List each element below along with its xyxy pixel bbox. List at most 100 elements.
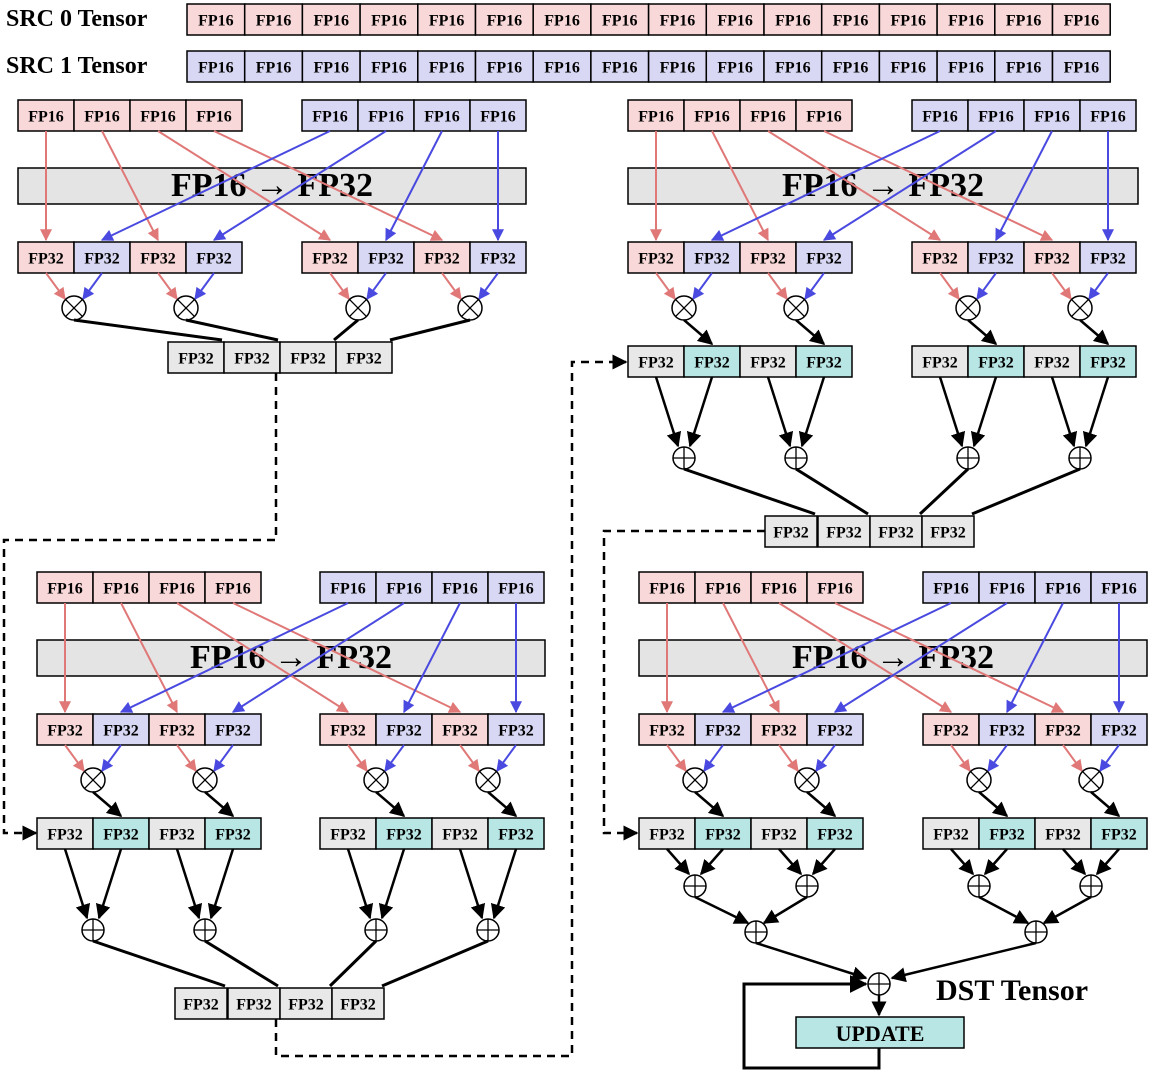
fp32-operand-cell: FP32 <box>301 241 359 274</box>
partial-sum-cell: FP32 <box>764 515 818 548</box>
operand-to-multiplier-arrow <box>101 744 122 772</box>
dashed-link-top-right-to-bottom-right <box>602 529 765 841</box>
input-cell-src1-text: FP16 <box>330 580 366 597</box>
converter-box <box>638 639 1148 677</box>
src0-cell: FP16 <box>994 3 1054 36</box>
src1-cell-box <box>301 50 361 83</box>
src0-route-arrow <box>711 130 769 242</box>
input-cell-src0: FP16 <box>627 99 685 132</box>
accumulate-pair-cell: FP32 <box>1023 345 1081 378</box>
fp16-to-fp32-converter: FP16 → FP32 <box>17 167 527 205</box>
accumulator-cell-text: FP32 <box>178 350 214 367</box>
input-cell-src1-text: FP16 <box>386 580 422 597</box>
fp32-operand-cell-box <box>431 713 489 746</box>
fp16-to-fp32-converter: FP16 → FP32 <box>36 639 546 677</box>
operand-to-multiplier-arrow <box>815 744 836 772</box>
input-cell-src0: FP16 <box>36 571 94 604</box>
accumulate-pair-cell-box <box>683 345 741 378</box>
converter-box <box>627 167 1139 205</box>
input-cell-src0: FP16 <box>17 99 75 132</box>
src0-route-arrow <box>176 602 350 713</box>
accumulate-pair-cell-box <box>92 817 150 850</box>
input-cell-src0: FP16 <box>683 99 741 132</box>
src1-route-arrow <box>995 130 1053 242</box>
accumulator-cell: FP32 <box>167 341 225 374</box>
operand-to-multiplier-arrow <box>778 744 799 772</box>
multiply-node-stroke-b <box>1071 299 1089 317</box>
fp32-operand-cell-box <box>129 241 187 274</box>
partial-sum-cell-text: FP32 <box>930 524 966 541</box>
input-cell-src0-text: FP16 <box>705 580 741 597</box>
product-to-slot-arrow <box>806 791 837 817</box>
pair-to-adder-arrow <box>458 848 486 920</box>
partial-sum-cell: FP32 <box>227 987 281 1020</box>
multiply-node-stroke-b <box>367 771 385 789</box>
fp32-operand-cell-text: FP32 <box>140 250 176 267</box>
input-cell-src1-text: FP16 <box>498 580 534 597</box>
adder-to-adder-arrow <box>978 895 1030 925</box>
src0-cell-box <box>936 3 996 36</box>
operand-to-multiplier-arrow <box>366 272 387 300</box>
src0-cell-text: FP16 <box>660 12 696 29</box>
input-cell-src1-text: FP16 <box>933 580 969 597</box>
fp32-operand-cell-text: FP32 <box>84 250 120 267</box>
partial-sum-cell-box <box>279 987 333 1020</box>
final-reduction: UPDATE <box>742 941 1037 1070</box>
accumulate-pair-cell: FP32 <box>750 817 808 850</box>
fp32-operand-cell-text: FP32 <box>1034 250 1070 267</box>
input-cell-src1: FP16 <box>487 571 545 604</box>
accumulate-pair-cell-text: FP32 <box>1034 354 1070 371</box>
input-cell-src1-box <box>1090 571 1148 604</box>
src1-cell-text: FP16 <box>660 59 696 76</box>
product-to-slot-arrow <box>487 791 518 817</box>
accumulate-pair-cell-text: FP32 <box>386 826 422 843</box>
input-cell-src0: FP16 <box>92 571 150 604</box>
fp32-operand-cell-text: FP32 <box>1090 250 1126 267</box>
fp32-operand-cell: FP32 <box>204 713 262 746</box>
input-cell-src1: FP16 <box>1079 99 1137 132</box>
input-cell-src0-box <box>694 571 752 604</box>
operand-to-multiplier-arrow <box>441 272 462 300</box>
fp32-operand-cell: FP32 <box>319 713 377 746</box>
fp32-operand-cell: FP32 <box>922 713 980 746</box>
add-node <box>476 918 500 942</box>
multiply-node <box>457 295 483 321</box>
input-cell-src1: FP16 <box>301 99 359 132</box>
input-cell-src0-box <box>204 571 262 604</box>
fp32-operand-cell-box <box>683 241 741 274</box>
add-node <box>784 446 808 470</box>
operand-to-multiplier-arrow <box>692 272 713 300</box>
src0-cell-box <box>474 3 534 36</box>
pair-to-adder-arrow <box>938 376 966 448</box>
input-cell-src1-text: FP16 <box>368 108 404 125</box>
multiply-node <box>671 295 697 321</box>
adder-to-adder-arrow <box>1042 895 1092 925</box>
src0-cell-text: FP16 <box>1064 12 1100 29</box>
accumulate-pair-cell-text: FP32 <box>806 354 842 371</box>
fp32-operand-cell: FP32 <box>967 241 1025 274</box>
accumulate-pair-cell-text: FP32 <box>922 354 958 371</box>
fp32-operand-cell: FP32 <box>185 241 243 274</box>
src1-cell: FP16 <box>532 50 592 83</box>
operand-to-multiplier-arrow <box>194 272 215 300</box>
input-cell-src1-box <box>1034 571 1092 604</box>
fp32-operand-cell: FP32 <box>1090 713 1148 746</box>
fp32-operand-cell-text: FP32 <box>330 722 366 739</box>
fp32-operand-cell-text: FP32 <box>922 250 958 267</box>
accumulate-pair-cell: FP32 <box>739 345 797 378</box>
operand-to-multiplier-arrow <box>45 272 66 300</box>
multiply-node <box>794 767 820 793</box>
partial-sum-cell-text: FP32 <box>236 996 272 1013</box>
input-cell-src1-text: FP16 <box>442 580 478 597</box>
input-cell-src0-text: FP16 <box>159 580 195 597</box>
fp32-operand-cell: FP32 <box>92 713 150 746</box>
input-cell-src1-text: FP16 <box>1101 580 1137 597</box>
accumulate-pair-cell: FP32 <box>1034 817 1092 850</box>
final-add-node <box>867 972 891 996</box>
accumulate-pair-cell: FP32 <box>911 345 969 378</box>
src1-cell-text: FP16 <box>833 59 869 76</box>
src0-cell-box <box>647 3 708 36</box>
accumulate-pair-cell: FP32 <box>922 817 980 850</box>
fp32-operand-cell-text: FP32 <box>480 250 516 267</box>
fp16-to-fp32-converter: FP16 → FP32 <box>638 639 1148 677</box>
